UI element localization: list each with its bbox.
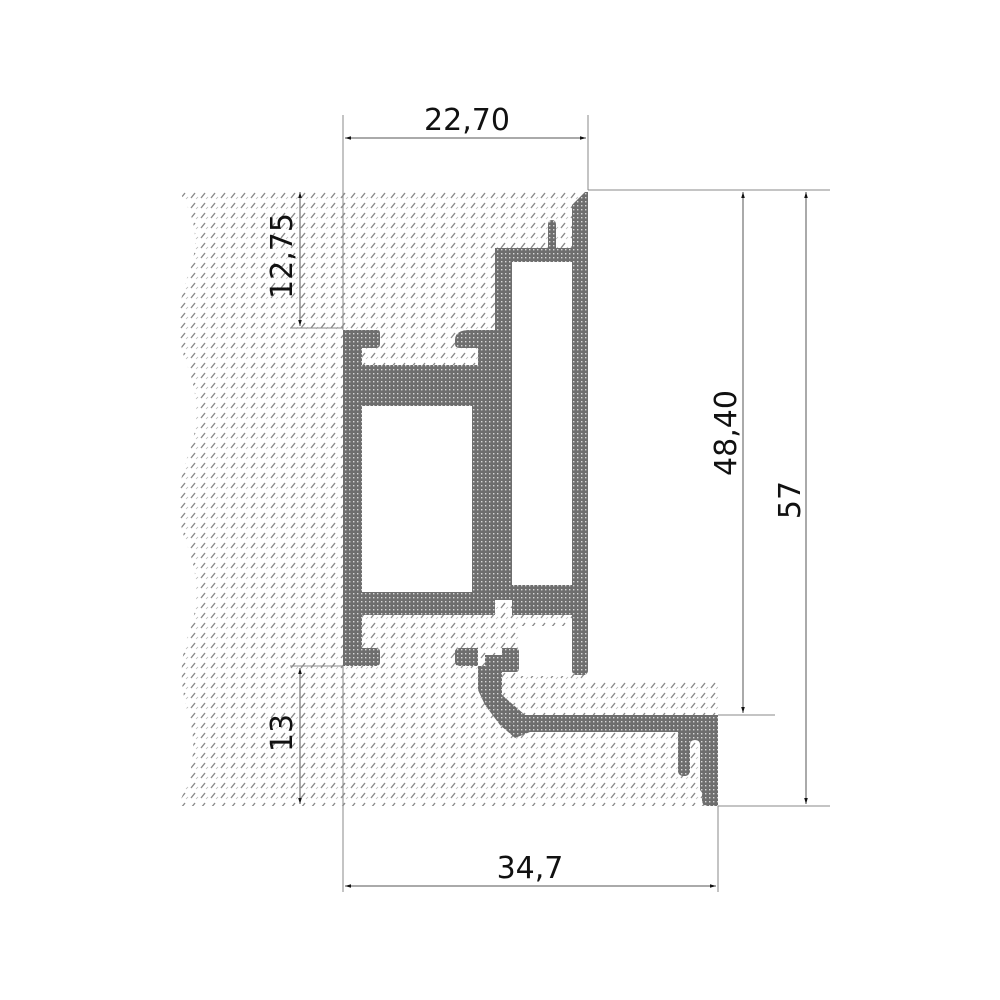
dim-bottom-width-label: 34,7 [497, 851, 564, 886]
dim-total-height-label: 57 [773, 481, 808, 519]
right-chamber-void [512, 262, 572, 585]
dimension-lines [290, 115, 830, 892]
dim-top-width-label: 22,70 [424, 103, 510, 138]
dim-top-inset-label: 12,75 [265, 213, 300, 299]
dim-inner-height-label: 48,40 [709, 390, 744, 476]
lower-right-void [519, 626, 572, 676]
left-chamber-void [362, 406, 472, 592]
dim-bottom-inset-label: 13 [265, 714, 300, 752]
